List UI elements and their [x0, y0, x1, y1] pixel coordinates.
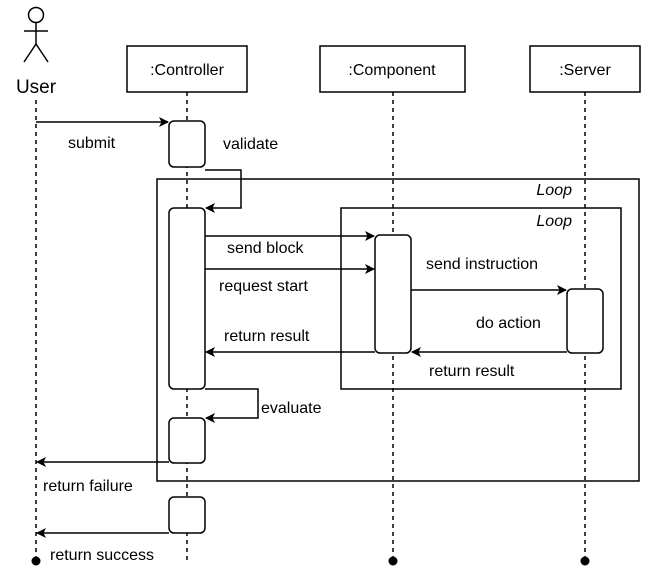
inner-loop-label: Loop — [536, 213, 572, 230]
validate-arrow — [205, 169, 242, 213]
send-instruction-label: send instruction — [426, 256, 538, 273]
validate-label: validate — [223, 136, 278, 153]
user-actor-label: User — [16, 77, 57, 98]
submit-label: submit — [68, 135, 116, 152]
controller-activation-1 — [168, 120, 206, 168]
send-block-label: send block — [227, 240, 304, 257]
evaluate-label: evaluate — [261, 400, 322, 417]
component-activation — [374, 234, 412, 354]
component-lifeline-end-dot — [388, 556, 398, 566]
user-lifeline-end-dot — [31, 556, 41, 566]
server-activation — [566, 288, 604, 354]
controller-activation-3 — [168, 417, 206, 464]
controller-box — [126, 45, 248, 93]
outer-loop-label: Loop — [536, 182, 572, 199]
request-start-label: request start — [219, 278, 308, 295]
user-actor-icon — [23, 6, 49, 63]
return-failure-label: return failure — [43, 478, 133, 495]
server-box — [529, 45, 641, 93]
component-label: :Component — [348, 62, 436, 79]
inner-loop-fragment — [340, 207, 622, 390]
do-action-label: do action — [476, 315, 541, 332]
outer-loop-fragment — [156, 178, 640, 482]
return-result-server-label: return result — [429, 363, 515, 380]
component-box — [319, 45, 466, 93]
server-label: :Server — [559, 62, 611, 79]
controller-activation-2 — [168, 207, 206, 390]
controller-activation-4 — [168, 496, 206, 534]
controller-label: :Controller — [150, 62, 224, 79]
return-success-label: return success — [50, 547, 154, 564]
return-result-component-label: return result — [224, 328, 310, 345]
evaluate-arrow — [205, 388, 259, 423]
server-lifeline-end-dot — [580, 556, 590, 566]
